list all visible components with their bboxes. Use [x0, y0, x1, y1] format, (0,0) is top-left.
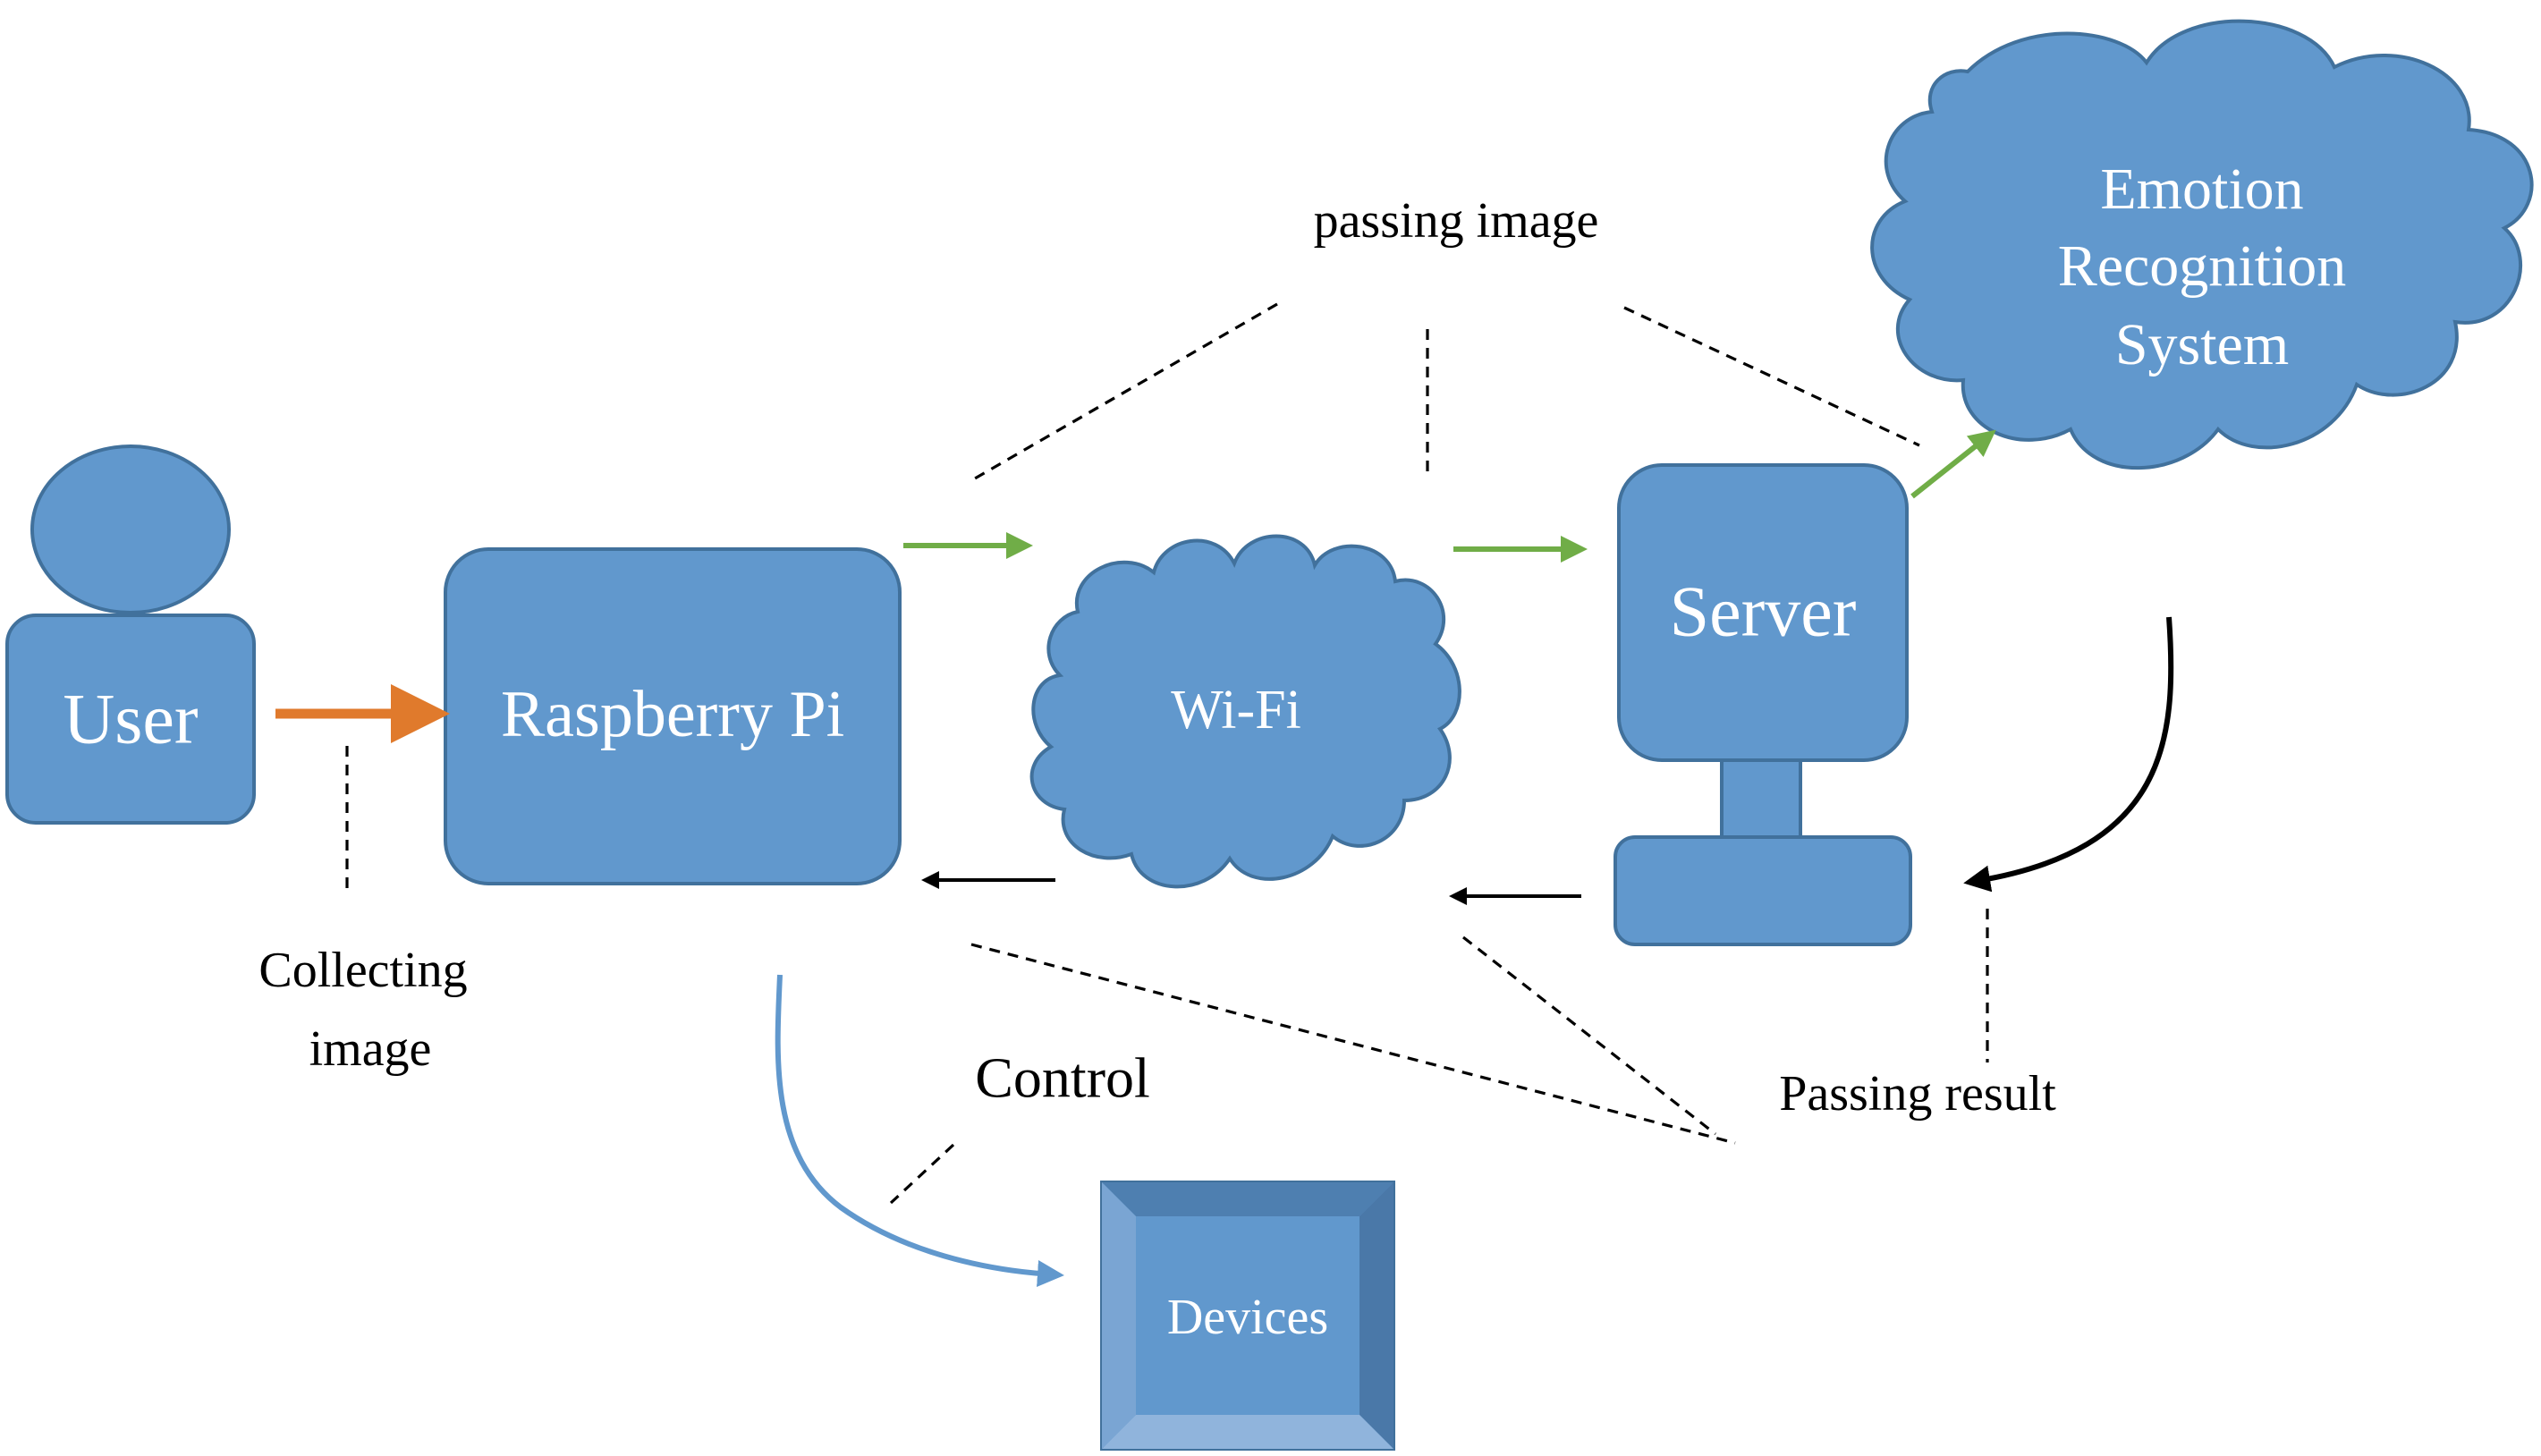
devices-bevel-bottom	[1102, 1415, 1393, 1449]
raspberry-pi-label: Raspberry Pi	[501, 678, 844, 751]
wifi-node: Wi-Fi	[1029, 534, 1461, 889]
user-node: User	[5, 444, 256, 825]
leader-passing-result-mid	[1462, 935, 1716, 1136]
passing-result-label: Passing result	[1779, 1066, 2056, 1122]
wifi-label: Wi-Fi	[1171, 680, 1301, 741]
emotion-label-line2: Recognition	[2058, 233, 2347, 299]
arrow-pi-to-devices	[775, 974, 1064, 1287]
user-body	[5, 614, 256, 825]
leader-passing-result-left	[970, 943, 1736, 1145]
collecting-label-line1: Collecting	[258, 943, 467, 998]
devices-bevel-top	[1102, 1182, 1393, 1216]
devices-bevel-left	[1102, 1182, 1136, 1449]
emotion-recognition-node: Emotion Recognition System	[1870, 19, 2534, 470]
devices-label: Devices	[1167, 1290, 1328, 1345]
emotion-cloud-icon	[1870, 19, 2534, 470]
emotion-label-line3: System	[2115, 312, 2289, 377]
wifi-cloud-icon	[1029, 534, 1461, 889]
collecting-label-line2: image	[309, 1021, 432, 1077]
leader-control	[889, 1143, 955, 1205]
user-head-icon	[30, 444, 231, 614]
arrow-server-to-emotion	[1910, 429, 1996, 499]
control-label: Control	[975, 1046, 1150, 1110]
server-label: Server	[1670, 572, 1857, 651]
user-label: User	[63, 680, 198, 758]
raspberry-pi-node: Raspberry Pi	[444, 547, 902, 885]
leader-passing-image-left	[974, 302, 1278, 480]
server-node: Server	[1614, 463, 1912, 946]
leader-passing-image-right	[1623, 306, 1920, 447]
devices-bevel-right	[1359, 1182, 1393, 1449]
devices-node: Devices	[1100, 1181, 1395, 1451]
passing-image-label: passing image	[1314, 193, 1599, 249]
devices-face	[1136, 1216, 1359, 1415]
arrow-emotion-to-server	[1963, 616, 2174, 893]
server-base	[1614, 835, 1912, 946]
emotion-label-line1: Emotion	[2100, 157, 2303, 222]
server-stand	[1720, 757, 1802, 842]
server-monitor	[1617, 463, 1909, 762]
